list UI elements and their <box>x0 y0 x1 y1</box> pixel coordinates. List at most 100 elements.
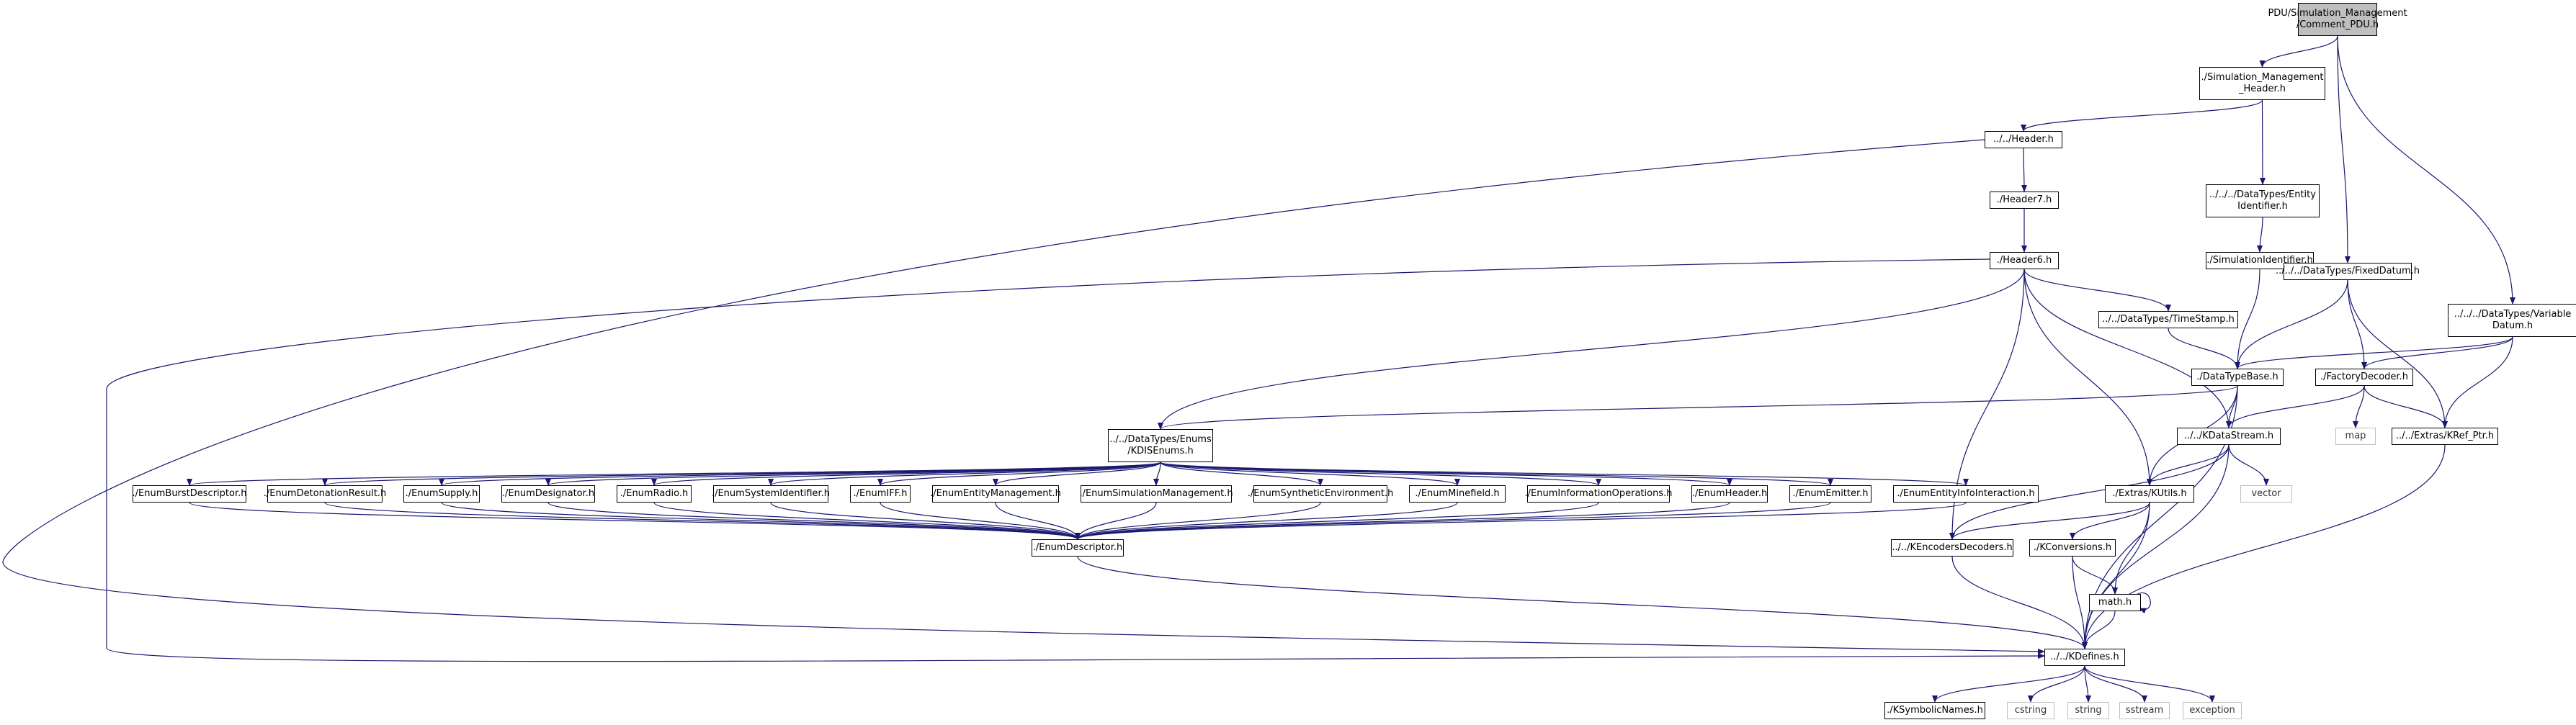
edge-minefield-to-enumdesc <box>1075 502 1458 540</box>
node-cstring: cstring <box>2007 702 2054 719</box>
edge-kconversions-to-kdefines <box>2072 556 2088 649</box>
edge-root-to-fixeddatum <box>2337 35 2351 264</box>
node-label: ../../../DataTypes/FixedDatum.h <box>2275 266 2420 276</box>
node-header7[interactable]: ./Header7.h <box>1990 192 2059 209</box>
node-entmgmt[interactable]: ./EnumEntityManagement.h <box>930 485 1061 503</box>
node-kencoders[interactable]: ../../KEncodersDecoders.h <box>1891 539 2013 557</box>
edge-kutils-to-kencoders <box>1949 502 2150 540</box>
node-header6[interactable]: ./Header6.h <box>1990 252 2059 269</box>
node-kdefines[interactable]: ../../KDefines.h <box>2044 649 2125 666</box>
node-label: ../../DataTypes/Enums <box>1109 434 1212 445</box>
node-enumdesc[interactable]: ./EnumDescriptor.h <box>1032 539 1124 557</box>
edge-entinfo-to-enumdesc <box>1075 502 1967 540</box>
node-supply[interactable]: ./EnumSupply.h <box>403 485 480 503</box>
node-label: /KDISEnums.h <box>1127 446 1194 456</box>
edge-synthenv-to-enumdesc <box>1075 502 1321 540</box>
node-label: ./EnumSupply.h <box>405 488 478 499</box>
edge-kdefines-to-sstream <box>2084 665 2147 703</box>
node-label: map <box>2345 431 2366 441</box>
node-radio[interactable]: ./EnumRadio.h <box>617 485 692 503</box>
edge-disenums-to-minefield <box>1160 461 1460 486</box>
node-simhdr[interactable]: ./Simulation_Management_Header.h <box>2199 67 2325 100</box>
edge-kutils-to-kdefines <box>2082 502 2150 649</box>
edge-kdefines-to-cstring <box>2028 665 2085 703</box>
edge-disenums-to-iff <box>877 461 1161 486</box>
node-sysid[interactable]: ./EnumSystemIdentifier.h <box>711 485 831 503</box>
node-label: ../../KDataStream.h <box>2183 431 2274 441</box>
node-kutils[interactable]: ./Extras/KUtils.h <box>2105 485 2194 503</box>
node-burst[interactable]: ./EnumBurstDescriptor.h <box>133 485 246 503</box>
node-kconversions[interactable]: ./KConversions.h <box>2029 539 2116 557</box>
edge-kdatastream-to-kencoders <box>1949 444 2230 540</box>
node-label: ../../Header.h <box>1993 134 2054 145</box>
edge-kencoders-to-kdefines <box>1951 556 2088 649</box>
node-datatypebase[interactable]: ./DataTypeBase.h <box>2191 369 2284 386</box>
edge-sysid-to-enumdesc <box>770 502 1081 540</box>
edge-enumdesc-to-kdefines <box>1077 556 2088 649</box>
node-designator[interactable]: ./EnumDesignator.h <box>501 485 595 503</box>
node-ksymbolic[interactable]: ./KSymbolicNames.h <box>1884 702 1985 719</box>
edge-datatypebase-to-disenums <box>1158 385 2238 430</box>
node-emitter[interactable]: ./EnumEmitter.h <box>1789 485 1871 503</box>
edge-disenums-to-infoops <box>1160 461 1601 486</box>
edge-supply-to-enumdesc <box>441 502 1081 540</box>
edge-simhdr-to-header <box>2021 99 2263 132</box>
edge-simid-to-datatypebase <box>2235 269 2260 369</box>
node-label: _Header.h <box>2238 84 2286 94</box>
edge-kdatastream-to-vector <box>2228 444 2269 486</box>
edge-vardatum-to-factorydecoder <box>2361 336 2513 369</box>
node-string: string <box>2067 702 2109 719</box>
edge-disenums-to-detonation <box>322 461 1161 486</box>
node-disenums[interactable]: ../../DataTypes/Enums/KDISEnums.h <box>1108 429 1213 462</box>
edge-math-to-math <box>2134 593 2151 614</box>
node-label: vector <box>2251 488 2281 499</box>
node-fixeddatum[interactable]: ../../../DataTypes/FixedDatum.h <box>2276 263 2420 280</box>
edge-header6-to-kdefines <box>106 258 2045 662</box>
edge-header6-to-timestamp <box>2023 269 2171 312</box>
edge-disenums-to-designator <box>545 461 1161 486</box>
node-enumheader[interactable]: ./EnumHeader.h <box>1691 485 1768 503</box>
node-infoops[interactable]: ./EnumInformationOperations.h <box>1525 485 1672 503</box>
node-label: ./EnumBurstDescriptor.h <box>132 488 247 499</box>
node-detonation[interactable]: ./EnumDetonationResult.h <box>264 485 386 503</box>
node-label: ./EnumMinefield.h <box>1415 488 1500 499</box>
node-kdatastream[interactable]: ../../KDataStream.h <box>2177 428 2281 445</box>
edge-entmgmt-to-enumdesc <box>995 502 1081 540</box>
node-label: ./EnumEmitter.h <box>1792 488 1869 499</box>
edge-kdefines-to-ksymbolic <box>1932 665 2085 703</box>
node-minefield[interactable]: ./EnumMinefield.h <box>1409 485 1506 503</box>
node-synthenv[interactable]: ./EnumSyntheticEnvironment.h <box>1248 485 1393 503</box>
edge-header-to-kdefines <box>2 139 2045 654</box>
node-vector: vector <box>2240 485 2292 503</box>
node-root[interactable]: PDU/Simulation_Management/Comment_PDU.h <box>2268 3 2407 36</box>
node-math[interactable]: math.h <box>2089 594 2141 611</box>
node-factorydecoder[interactable]: ./FactoryDecoder.h <box>2315 369 2413 386</box>
node-entinfo[interactable]: ./EnumEntityInfoInteraction.h <box>1893 485 2039 503</box>
edge-disenums-to-emitter <box>1160 461 1833 486</box>
node-header[interactable]: ../../Header.h <box>1985 131 2062 148</box>
edge-vardatum-to-datatypebase <box>2235 336 2513 369</box>
node-krefptr[interactable]: ../../Extras/KRef_Ptr.h <box>2392 428 2498 445</box>
node-label: ./EnumEntityInfoInteraction.h <box>1897 488 2035 499</box>
node-label: ./EnumSystemIdentifier.h <box>711 488 831 499</box>
node-label: /Comment_PDU.h <box>2296 19 2379 30</box>
node-timestamp[interactable]: ../../DataTypes/TimeStamp.h <box>2098 311 2238 328</box>
node-label: ./EnumEntityManagement.h <box>930 488 1061 499</box>
node-label: math.h <box>2098 597 2132 608</box>
edge-root-to-vardatum <box>2337 35 2515 305</box>
edge-entityid-to-simid <box>2257 217 2263 253</box>
node-simmgmt[interactable]: ./EnumSimulationManagement.h <box>1079 485 1233 503</box>
edge-timestamp-to-datatypebase <box>2168 328 2240 369</box>
edge-enumheader-to-enumdesc <box>1075 502 1730 540</box>
node-iff[interactable]: ./EnumIFF.h <box>850 485 911 503</box>
node-label: ./EnumHeader.h <box>1691 488 1768 499</box>
node-label: ./Simulation_Management <box>2201 72 2324 83</box>
edge-designator-to-enumdesc <box>547 502 1081 540</box>
edge-factorydecoder-to-kdatastream <box>2226 385 2365 428</box>
node-label: ./EnumDescriptor.h <box>1032 542 1123 553</box>
edge-header-to-header7 <box>2021 148 2027 192</box>
